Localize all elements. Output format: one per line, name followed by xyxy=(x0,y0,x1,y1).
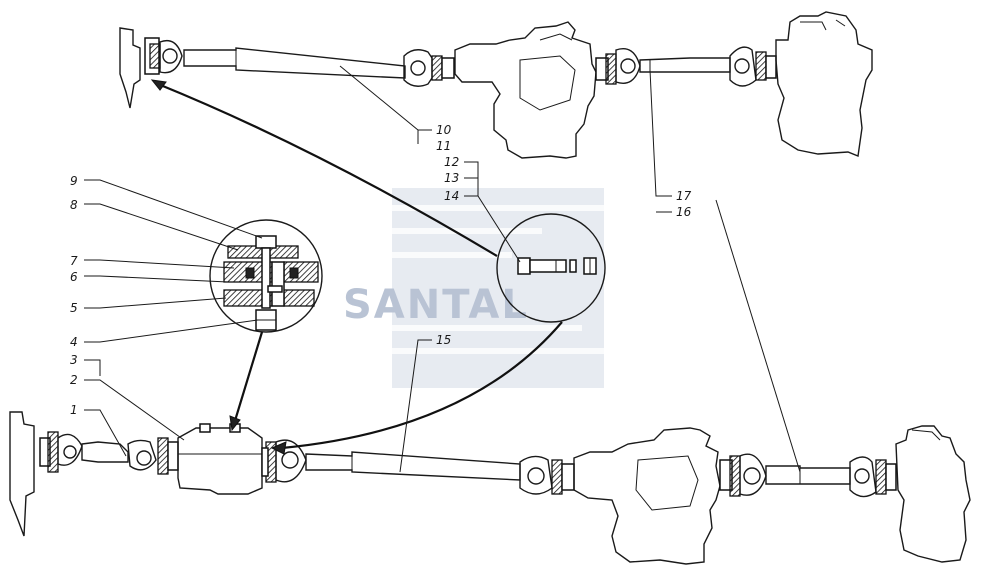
bottom-driveline xyxy=(9,411,971,565)
callout-4: 4 xyxy=(70,335,78,349)
callout-1: 1 xyxy=(70,403,78,417)
callout-2: 2 xyxy=(70,373,78,387)
callout-7: 7 xyxy=(70,254,78,268)
leader-lines xyxy=(84,65,801,473)
callout-9: 9 xyxy=(70,174,78,188)
callout-16: 16 xyxy=(676,205,692,219)
callout-12: 12 xyxy=(444,155,459,169)
detail-circle-right xyxy=(496,213,606,323)
callout-14: 14 xyxy=(444,189,459,203)
callout-11: 11 xyxy=(436,139,451,153)
callout-5: 5 xyxy=(70,301,78,315)
watermark-text: SANTAL xyxy=(343,282,529,328)
callout-10: 10 xyxy=(436,123,452,137)
callout-15: 15 xyxy=(436,333,451,347)
callout-3: 3 xyxy=(70,353,78,367)
callout-17: 17 xyxy=(676,189,692,203)
top-driveline xyxy=(119,11,873,159)
callout-13: 13 xyxy=(444,171,459,185)
callout-6: 6 xyxy=(70,270,78,284)
detail-circle-left xyxy=(209,219,323,333)
callout-8: 8 xyxy=(70,198,78,212)
watermark-logo: SANTAL xyxy=(343,188,604,388)
callout-labels: 9 8 7 6 5 4 3 2 1 10 11 12 13 14 15 17 1… xyxy=(70,123,692,417)
